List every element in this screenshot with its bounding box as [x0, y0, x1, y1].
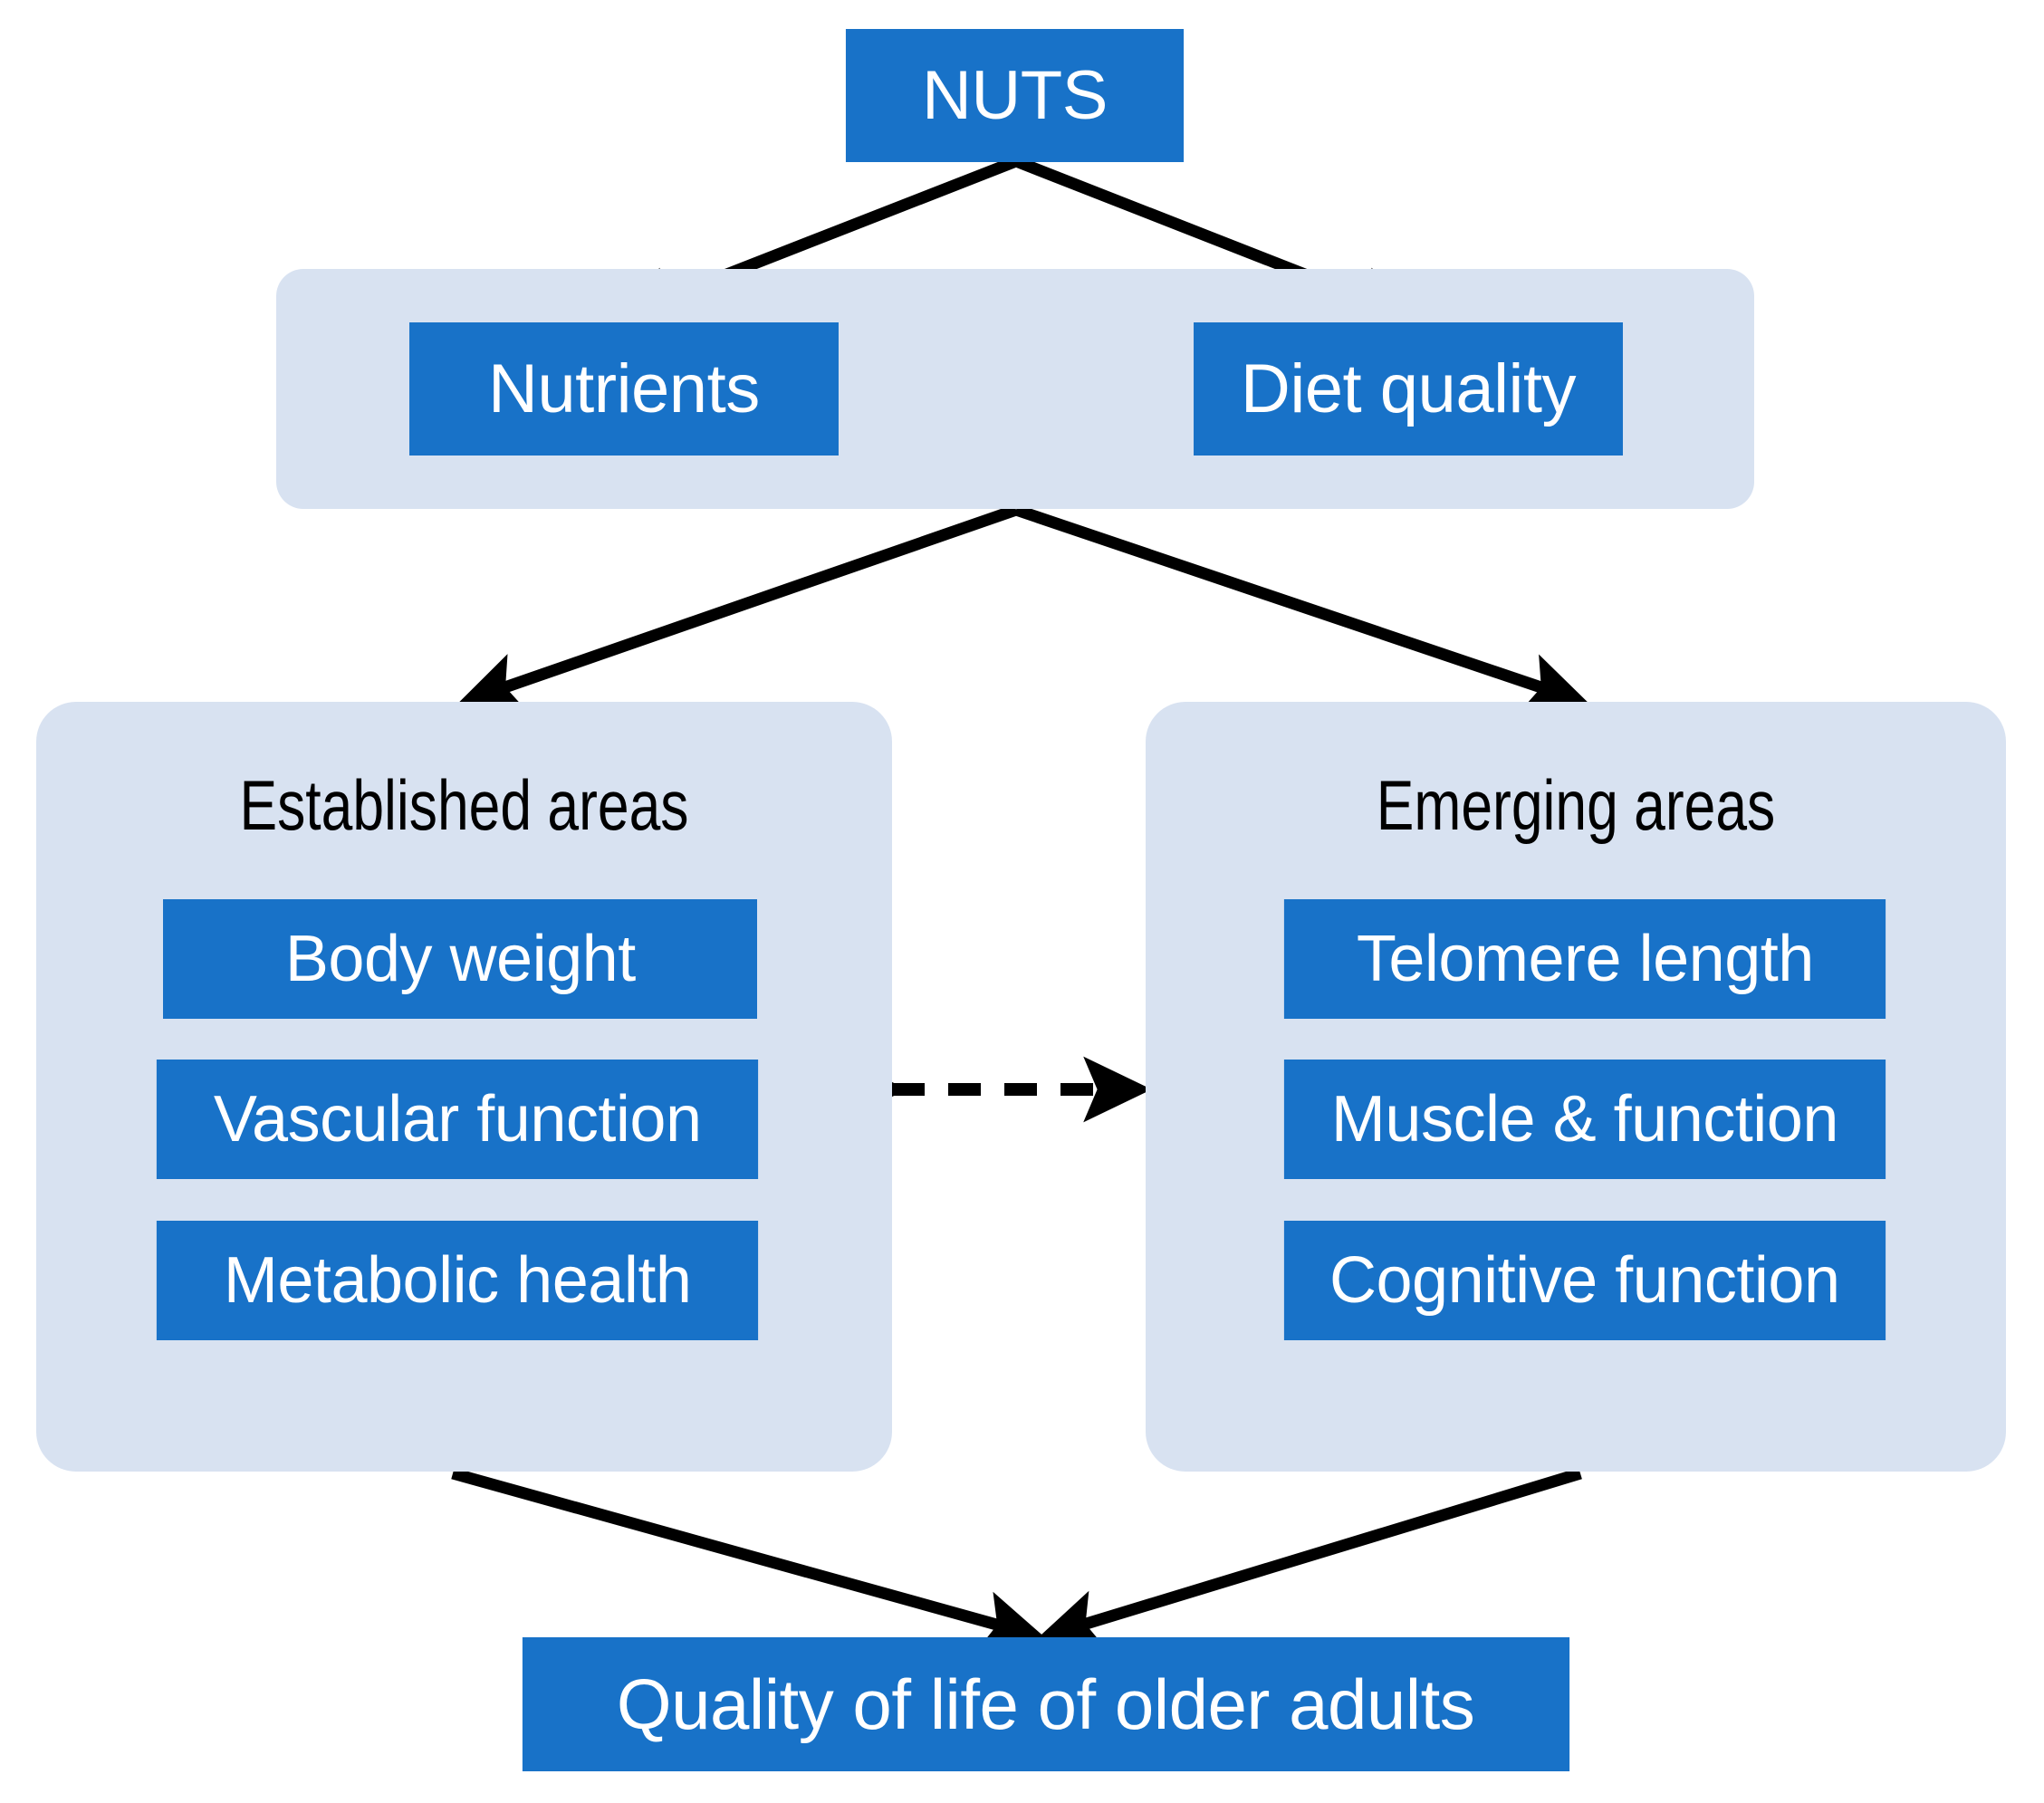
arrow-row2-to-emerging: [1013, 503, 1589, 713]
node-metabolic-health-label: Metabolic health: [223, 1244, 692, 1317]
arrow-emerging-to-outcome: [1037, 1467, 1582, 1650]
node-vascular-function[interactable]: Vascular function: [156, 1060, 759, 1179]
node-nuts-label: NUTS: [922, 56, 1108, 134]
node-diet-quality[interactable]: Diet quality: [1194, 322, 1623, 456]
node-vascular-function-label: Vascular function: [213, 1083, 702, 1156]
node-nutrients[interactable]: Nutrients: [409, 322, 839, 456]
node-cognitive-function-label: Cognitive function: [1329, 1244, 1840, 1317]
node-cognitive-function[interactable]: Cognitive function: [1283, 1221, 1886, 1340]
node-muscle-and-function-label: Muscle & function: [1330, 1083, 1838, 1156]
node-telomere-length[interactable]: Telomere length: [1283, 899, 1886, 1019]
node-body-weight[interactable]: Body weight: [163, 899, 757, 1019]
node-quality-of-life-label: Quality of life of older adults: [617, 1664, 1475, 1744]
panel-emerging-areas-title: Emerging areas: [1376, 765, 1776, 845]
arrow-established-to-outcome: [451, 1467, 1047, 1651]
node-quality-of-life[interactable]: Quality of life of older adults: [522, 1637, 1570, 1771]
node-nutrients-label: Nutrients: [488, 350, 760, 427]
panel-established-areas-title: Established areas: [239, 765, 689, 845]
arrow-row2-to-established: [457, 503, 1019, 713]
node-telomere-length-label: Telomere length: [1356, 923, 1814, 995]
node-nuts[interactable]: NUTS: [845, 29, 1185, 162]
node-muscle-and-function[interactable]: Muscle & function: [1283, 1060, 1886, 1179]
node-body-weight-label: Body weight: [284, 923, 636, 995]
node-diet-quality-label: Diet quality: [1240, 350, 1577, 427]
node-metabolic-health[interactable]: Metabolic health: [156, 1221, 759, 1340]
